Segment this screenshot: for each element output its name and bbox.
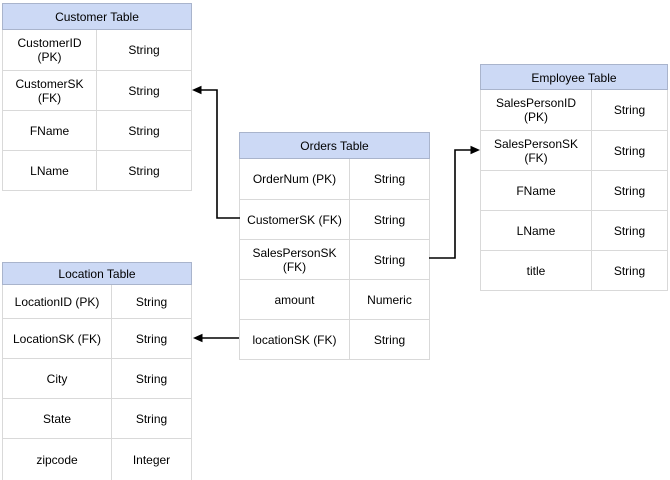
field-name-cell: CustomerSK (FK) [15,76,84,105]
field-name-cell: SalesPersonSK (FK) [493,136,579,165]
table-row: title String [481,250,667,290]
connector-orders-to-location [193,333,239,343]
field-type-cell: String [111,359,191,398]
table-row: State String [3,398,191,438]
arrowhead-left-icon [192,85,202,95]
table-row: LName String [3,150,191,190]
field-name-cell: City [46,371,68,386]
field-type-cell: String [591,171,667,210]
field-name-cell: State [42,411,72,426]
entity-table-customer[interactable]: Customer Table CustomerID (PK) String Cu… [2,3,192,191]
table-body-employee: SalesPersonID (PK) String SalesPersonSK … [480,90,668,291]
table-body-location: LocationID (PK) String LocationSK (FK) S… [2,285,192,480]
field-name-cell: FName [29,123,70,138]
table-row: SalesPersonSK (FK) String [481,130,667,170]
table-row: SalesPersonID (PK) String [481,90,667,130]
field-type-cell: String [111,285,191,318]
table-row: CustomerSK (FK) String [240,199,429,239]
table-title-employee: Employee Table [480,64,668,90]
table-row: CustomerSK (FK) String [3,70,191,110]
field-type-cell: String [96,71,191,110]
field-name-cell: title [526,263,546,278]
arrowhead-left-icon [193,333,203,343]
field-name-cell: FName [516,183,556,198]
table-title-customer: Customer Table [2,3,192,30]
table-row: FName String [3,110,191,150]
field-name-cell: locationSK (FK) [252,332,337,347]
table-title-location: Location Table [2,262,192,285]
field-type-cell: String [591,131,667,170]
field-type-cell: String [591,251,667,290]
entity-table-employee[interactable]: Employee Table SalesPersonID (PK) String… [480,64,668,291]
field-type-cell: String [111,319,191,358]
field-name-cell: LName [516,223,556,238]
arrowhead-right-icon [470,145,480,155]
table-row: LocationID (PK) String [3,285,191,318]
field-name-cell: SalesPersonID (PK) [495,96,577,124]
table-row: CustomerID (PK) String [3,30,191,70]
field-type-cell: Numeric [349,280,429,319]
field-type-cell: String [349,320,429,359]
connector-orders-to-customer [192,85,240,219]
field-type-cell: Integer [111,439,191,480]
table-row: City String [3,358,191,398]
table-title-orders: Orders Table [239,132,430,159]
field-name-cell: SalesPersonSK (FK) [252,245,337,274]
field-name-cell: zipcode [36,452,78,467]
table-row: FName String [481,170,667,210]
field-name-cell: OrderNum (PK) [252,172,337,186]
field-type-cell: String [96,30,191,70]
field-name-cell: LocationSK (FK) [12,331,102,346]
field-type-cell: String [349,159,429,199]
field-type-cell: String [591,211,667,250]
table-body-customer: CustomerID (PK) String CustomerSK (FK) S… [2,30,192,191]
table-row: locationSK (FK) String [240,319,429,359]
entity-table-location[interactable]: Location Table LocationID (PK) String Lo… [2,262,192,480]
field-type-cell: String [96,111,191,150]
table-row: OrderNum (PK) String [240,159,429,199]
field-type-cell: String [591,90,667,130]
field-name-cell: LName [30,163,69,178]
table-row: LocationSK (FK) String [3,318,191,358]
field-name-cell: LocationID (PK) [14,294,100,309]
field-name-cell: CustomerID (PK) [17,36,82,64]
field-name-cell: CustomerSK (FK) [247,212,342,227]
entity-table-orders[interactable]: Orders Table OrderNum (PK) String Custom… [239,132,430,360]
table-body-orders: OrderNum (PK) String CustomerSK (FK) Str… [239,159,430,360]
field-type-cell: String [96,151,191,190]
field-type-cell: String [111,399,191,438]
table-row: LName String [481,210,667,250]
field-type-cell: String [349,240,429,279]
table-row: zipcode Integer [3,438,191,480]
table-row: SalesPersonSK (FK) String [240,239,429,279]
field-name-cell: amount [274,292,315,307]
field-type-cell: String [349,200,429,239]
table-row: amount Numeric [240,279,429,319]
connector-orders-to-employee [429,145,480,259]
